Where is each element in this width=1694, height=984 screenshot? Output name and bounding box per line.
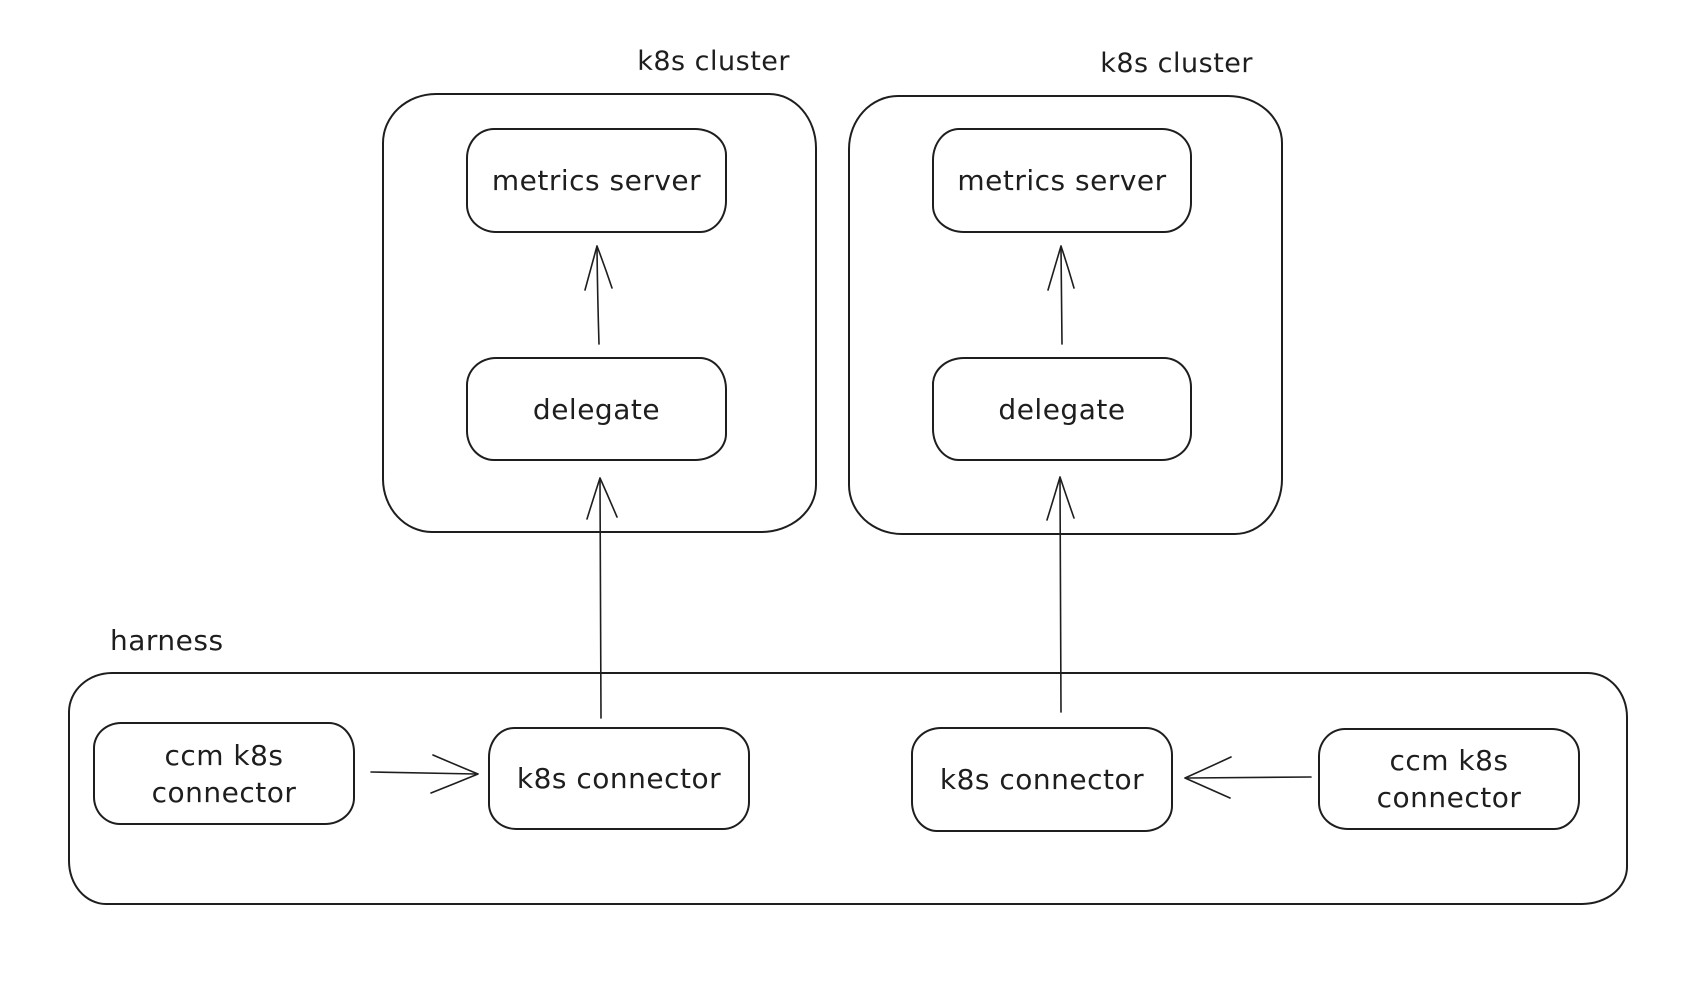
delegate-label-1: delegate bbox=[532, 392, 661, 426]
ccm-k8s-connector-label-left: ccm k8s connector bbox=[151, 738, 297, 809]
metrics-server-label-1: metrics server bbox=[491, 164, 702, 197]
delegate-node-2: delegate bbox=[932, 357, 1192, 461]
ccm-k8s-connector-node-left: ccm k8s connector bbox=[93, 722, 355, 825]
k8s-connector-node-left: k8s connector bbox=[488, 727, 750, 830]
harness-label: harness bbox=[110, 624, 224, 657]
cluster-2-box bbox=[848, 95, 1283, 535]
k8s-connector-label-left: k8s connector bbox=[516, 762, 722, 795]
k8s-connector-node-right: k8s connector bbox=[911, 727, 1173, 832]
metrics-server-label-2: metrics server bbox=[957, 164, 1167, 197]
metrics-server-node-1: metrics server bbox=[466, 128, 727, 233]
metrics-server-node-2: metrics server bbox=[932, 128, 1192, 233]
delegate-node-1: delegate bbox=[466, 357, 727, 461]
k8s-connector-label-right: k8s connector bbox=[939, 763, 1145, 796]
harness-box bbox=[68, 672, 1628, 905]
ccm-k8s-connector-label-right: ccm k8s connector bbox=[1376, 744, 1522, 814]
ccm-k8s-connector-node-right: ccm k8s connector bbox=[1318, 728, 1580, 830]
delegate-label-2: delegate bbox=[998, 392, 1126, 426]
cluster-2-label: k8s cluster bbox=[1100, 48, 1253, 79]
cluster-1-label: k8s cluster bbox=[637, 46, 790, 77]
